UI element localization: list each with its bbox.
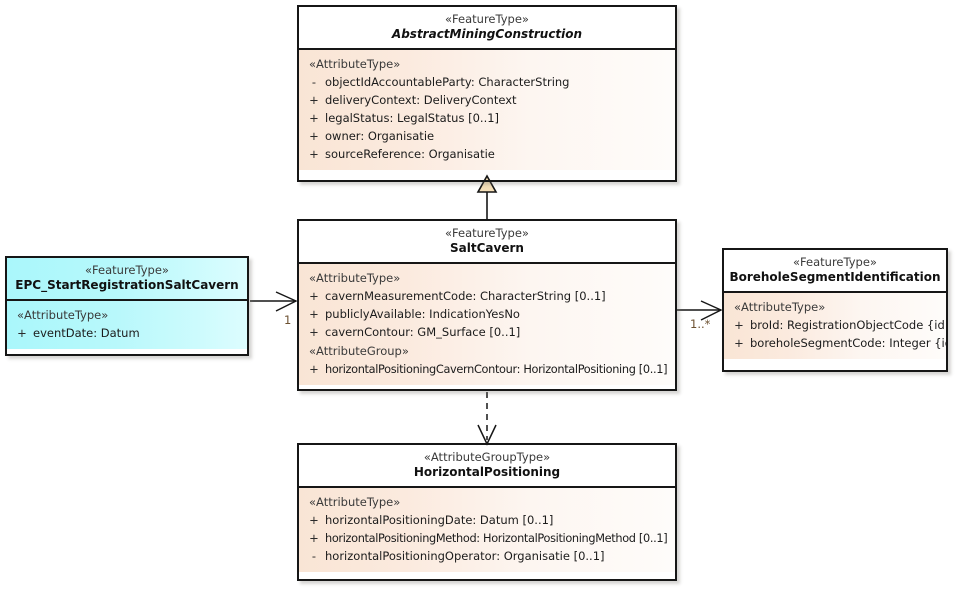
- attribute-row[interactable]: + eventDate: Datum: [7, 324, 247, 342]
- visibility-marker: +: [309, 362, 319, 376]
- attribute-signature: legalStatus: LegalStatus [0..1]: [325, 111, 500, 125]
- attribute-row[interactable]: + horizontalPositioningCavernContour: Ho…: [299, 360, 675, 378]
- attribute-group-label: «AttributeType»: [309, 57, 401, 71]
- visibility-marker: +: [309, 531, 319, 545]
- class-header-horizontal-positioning: «AttributeGroupType» HorizontalPositioni…: [299, 445, 675, 488]
- visibility-marker: +: [309, 93, 319, 107]
- class-stereotype: «FeatureType»: [445, 226, 529, 240]
- attribute-signature: deliveryContext: DeliveryContext: [325, 93, 517, 107]
- visibility-marker: +: [309, 111, 319, 125]
- class-box-salt-cavern[interactable]: «FeatureType» SaltCavern «AttributeType»…: [297, 219, 677, 391]
- attribute-group-label: «AttributeType»: [309, 271, 401, 285]
- attribute-row[interactable]: + horizontalPositioningMethod: Horizonta…: [299, 529, 675, 547]
- class-attributes-compartment: «AttributeType» + broId: RegistrationObj…: [724, 293, 946, 359]
- visibility-marker: +: [309, 129, 319, 143]
- visibility-marker: +: [309, 325, 319, 339]
- class-attributes-compartment: «AttributeType» - objectIdAccountablePar…: [299, 50, 675, 170]
- attribute-signature: publiclyAvailable: IndicationYesNo: [325, 307, 520, 321]
- class-stereotype: «FeatureType»: [793, 255, 877, 269]
- class-name: AbstractMiningConstruction: [391, 27, 583, 41]
- attribute-row[interactable]: + sourceReference: Organisatie: [299, 145, 675, 163]
- visibility-marker: +: [734, 336, 744, 350]
- class-stereotype: «FeatureType»: [445, 12, 529, 26]
- class-header-abstract-mining-construction: «FeatureType» AbstractMiningConstruction: [299, 7, 675, 50]
- visibility-marker: +: [309, 289, 319, 303]
- attribute-signature: eventDate: Datum: [33, 326, 140, 340]
- attribute-group-label: «AttributeGroup»: [309, 344, 409, 358]
- class-header-borehole-segment-identification: «FeatureType» BoreholeSegmentIdentificat…: [724, 250, 946, 293]
- class-header-epc-start-registration-salt-cavern: «FeatureType» EPC_StartRegistrationSaltC…: [7, 258, 247, 301]
- attribute-row[interactable]: + cavernMeasurementCode: CharacterString…: [299, 287, 675, 305]
- attribute-group-label: «AttributeType»: [17, 308, 109, 322]
- attribute-signature: sourceReference: Organisatie: [325, 147, 495, 161]
- generalization-saltcavern-to-abstractminingconstruction: [476, 174, 498, 219]
- visibility-marker: +: [734, 318, 744, 332]
- attribute-signature: cavernMeasurementCode: CharacterString […: [325, 289, 606, 303]
- dependency-saltcavern-to-horizontalpositioning: [477, 392, 497, 446]
- class-stereotype: «FeatureType»: [85, 263, 169, 277]
- visibility-marker: +: [309, 513, 319, 527]
- attribute-signature: broId: RegistrationObjectCode {id}: [750, 318, 946, 332]
- class-name: EPC_StartRegistrationSaltCavern: [15, 278, 239, 292]
- association-epc-to-saltcavern: [250, 291, 298, 312]
- attribute-row[interactable]: + owner: Organisatie: [299, 127, 675, 145]
- class-stereotype: «AttributeGroupType»: [423, 450, 551, 464]
- class-attributes-compartment: «AttributeType» + cavernMeasurementCode:…: [299, 264, 675, 385]
- class-name: HorizontalPositioning: [413, 465, 561, 479]
- attribute-group-label: «AttributeType»: [309, 495, 401, 509]
- attribute-signature: horizontalPositioningMethod: HorizontalP…: [325, 531, 668, 545]
- attribute-row[interactable]: + deliveryContext: DeliveryContext: [299, 91, 675, 109]
- class-box-borehole-segment-identification[interactable]: «FeatureType» BoreholeSegmentIdentificat…: [722, 248, 948, 372]
- visibility-marker: -: [311, 549, 317, 563]
- visibility-marker: +: [309, 147, 319, 161]
- attribute-row[interactable]: - objectIdAccountableParty: CharacterStr…: [299, 73, 675, 91]
- class-header-salt-cavern: «FeatureType» SaltCavern: [299, 221, 675, 264]
- attribute-row[interactable]: + horizontalPositioningDate: Datum [0..1…: [299, 511, 675, 529]
- association-saltcavern-to-boreholesegmentidentification: [677, 300, 723, 321]
- attribute-signature: boreholeSegmentCode: Integer {id}: [750, 336, 946, 350]
- attribute-signature: cavernContour: GM_Surface [0..1]: [325, 325, 521, 339]
- class-box-epc-start-registration-salt-cavern[interactable]: «FeatureType» EPC_StartRegistrationSaltC…: [5, 256, 249, 356]
- attribute-row[interactable]: - horizontalPositioningOperator: Organis…: [299, 547, 675, 565]
- attribute-signature: horizontalPositioningCavernContour: Hori…: [325, 362, 668, 376]
- attribute-row[interactable]: + broId: RegistrationObjectCode {id}: [724, 316, 946, 334]
- attribute-signature: horizontalPositioningOperator: Organisat…: [325, 549, 605, 563]
- visibility-marker: -: [311, 75, 317, 89]
- attribute-row[interactable]: + legalStatus: LegalStatus [0..1]: [299, 109, 675, 127]
- attribute-row[interactable]: + boreholeSegmentCode: Integer {id}: [724, 334, 946, 352]
- attribute-signature: owner: Organisatie: [325, 129, 435, 143]
- attribute-row[interactable]: + publiclyAvailable: IndicationYesNo: [299, 305, 675, 323]
- visibility-marker: +: [309, 307, 319, 321]
- class-box-abstract-mining-construction[interactable]: «FeatureType» AbstractMiningConstruction…: [297, 5, 677, 182]
- multiplicity-label-saltcavern-borehole: 1..*: [690, 317, 711, 331]
- class-name: BoreholeSegmentIdentification: [729, 270, 941, 284]
- attribute-signature: horizontalPositioningDate: Datum [0..1]: [325, 513, 554, 527]
- class-attributes-compartment: «AttributeType» + horizontalPositioningD…: [299, 488, 675, 572]
- visibility-marker: +: [17, 326, 27, 340]
- attribute-signature: objectIdAccountableParty: CharacterStrin…: [325, 75, 570, 89]
- class-box-horizontal-positioning[interactable]: «AttributeGroupType» HorizontalPositioni…: [297, 443, 677, 581]
- class-attributes-compartment: «AttributeType» + eventDate: Datum: [7, 301, 247, 349]
- class-name: SaltCavern: [450, 241, 524, 255]
- attribute-row[interactable]: + cavernContour: GM_Surface [0..1]: [299, 323, 675, 341]
- attribute-group-label: «AttributeType»: [734, 300, 826, 314]
- multiplicity-label-epc-saltcavern: 1: [284, 313, 292, 327]
